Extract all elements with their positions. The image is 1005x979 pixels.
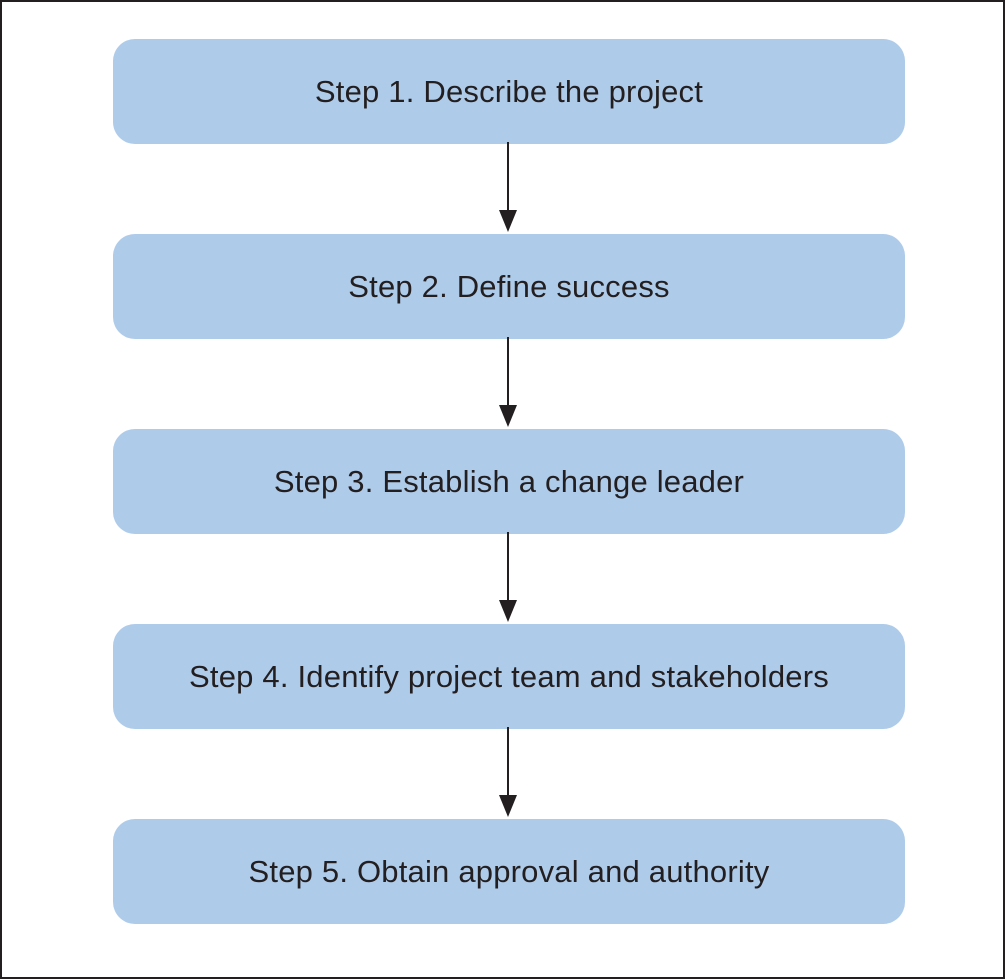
arrow-1-to-2	[499, 142, 517, 232]
step-box-3: Step 3. Establish a change leader	[113, 429, 905, 534]
step-box-4: Step 4. Identify project team and stakeh…	[113, 624, 905, 729]
step-box-2: Step 2. Define success	[113, 234, 905, 339]
step-box-1: Step 1. Describe the project	[113, 39, 905, 144]
step-label-3: Step 3. Establish a change leader	[273, 463, 745, 499]
arrow-4-to-5	[499, 727, 517, 817]
step-label-1: Step 1. Describe the project	[314, 73, 704, 109]
step-label-2: Step 2. Define success	[348, 268, 670, 304]
step-label-5: Step 5. Obtain approval and authority	[248, 853, 770, 889]
step-box-5: Step 5. Obtain approval and authority	[113, 819, 905, 924]
arrow-2-to-3	[499, 337, 517, 427]
step-label-4: Step 4. Identify project team and stakeh…	[189, 658, 829, 694]
arrow-3-to-4	[499, 532, 517, 622]
